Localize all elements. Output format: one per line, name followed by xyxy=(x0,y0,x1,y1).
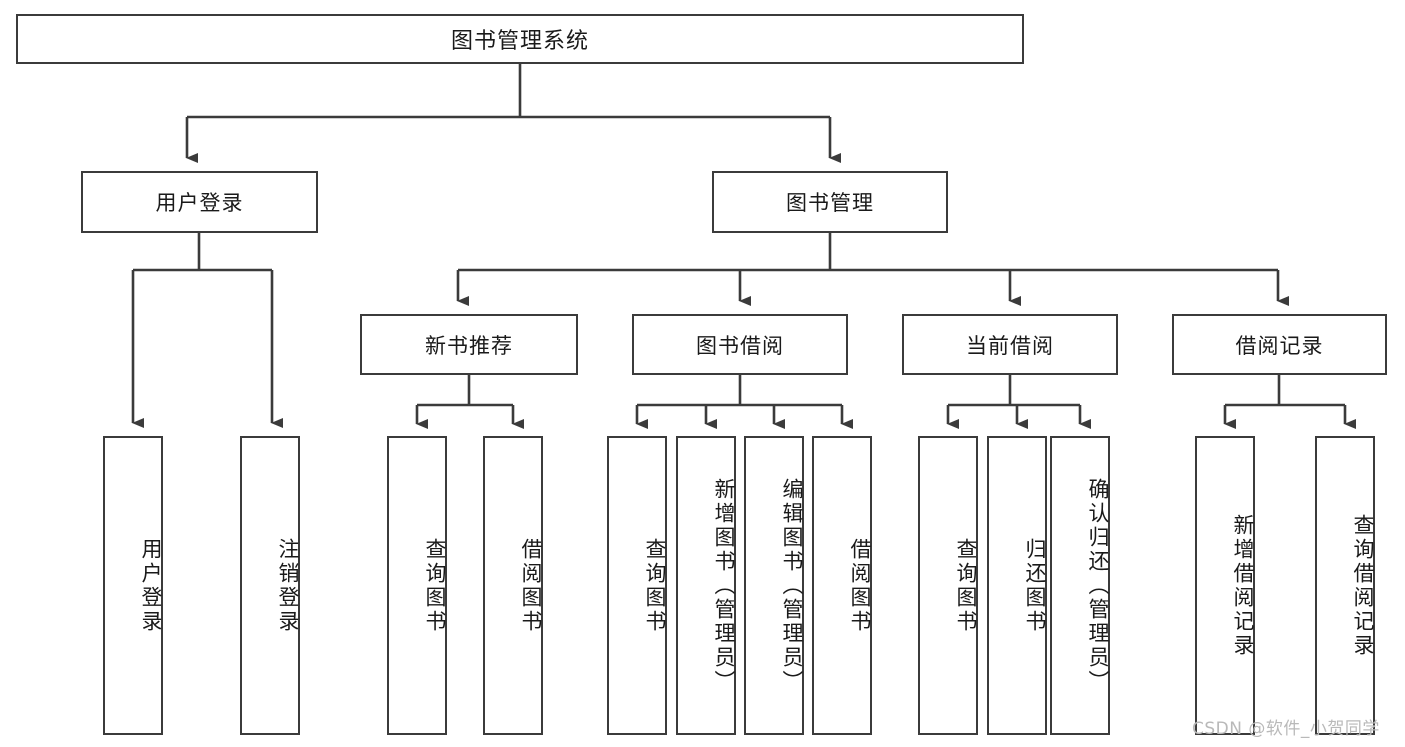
leaf-query-book-2-label: 查询图书 xyxy=(643,537,667,634)
leaf-query-book-1[interactable]: 查询图书 xyxy=(387,436,447,735)
node-current-borrow-label: 当前借阅 xyxy=(966,333,1054,358)
node-borrow-record-label: 借阅记录 xyxy=(1235,333,1324,358)
watermark: CSDN @软件_小贺同学 xyxy=(1192,719,1380,739)
leaf-add-record-label: 新增借阅记录 xyxy=(1231,513,1255,658)
node-user-login-label: 用户登录 xyxy=(155,191,244,215)
node-user-login[interactable]: 用户登录 xyxy=(81,171,318,233)
leaf-logout[interactable]: 注销登录 xyxy=(240,436,300,735)
node-new-book-recommend-label: 新书推荐 xyxy=(425,333,513,358)
node-book-manage-label: 图书管理 xyxy=(786,191,874,215)
leaf-borrow-book-2-label: 借阅图书 xyxy=(848,537,872,634)
leaf-confirm-return[interactable]: 确认归还（管理员） xyxy=(1050,436,1110,735)
leaf-logout-label: 注销登录 xyxy=(276,537,300,634)
leaf-borrow-book-1[interactable]: 借阅图书 xyxy=(483,436,543,735)
leaf-return-book-label: 归还图书 xyxy=(1023,537,1047,634)
leaf-borrow-book-1-label: 借阅图书 xyxy=(519,537,543,634)
leaf-query-book-2[interactable]: 查询图书 xyxy=(607,436,667,735)
node-root[interactable]: 图书管理系统 xyxy=(16,14,1024,64)
leaf-add-book-label: 新增图书（管理员） xyxy=(712,477,736,694)
node-borrow-record[interactable]: 借阅记录 xyxy=(1172,314,1387,375)
node-book-manage[interactable]: 图书管理 xyxy=(712,171,948,233)
leaf-query-book-3[interactable]: 查询图书 xyxy=(918,436,978,735)
leaf-edit-book[interactable]: 编辑图书（管理员） xyxy=(744,436,804,735)
node-book-borrow-label: 图书借阅 xyxy=(696,333,784,358)
leaf-query-record[interactable]: 查询借阅记录 xyxy=(1315,436,1375,735)
leaf-add-record[interactable]: 新增借阅记录 xyxy=(1195,436,1255,735)
leaf-return-book[interactable]: 归还图书 xyxy=(987,436,1047,735)
leaf-borrow-book-2[interactable]: 借阅图书 xyxy=(812,436,872,735)
leaf-user-login[interactable]: 用户登录 xyxy=(103,436,163,735)
leaf-user-login-label: 用户登录 xyxy=(139,537,163,634)
leaf-add-book[interactable]: 新增图书（管理员） xyxy=(676,436,736,735)
leaf-confirm-return-label: 确认归还（管理员） xyxy=(1086,477,1110,694)
leaf-query-book-3-label: 查询图书 xyxy=(954,537,978,634)
leaf-edit-book-label: 编辑图书（管理员） xyxy=(780,477,804,694)
leaf-query-record-label: 查询借阅记录 xyxy=(1351,513,1375,658)
node-new-book-recommend[interactable]: 新书推荐 xyxy=(360,314,578,375)
node-book-borrow[interactable]: 图书借阅 xyxy=(632,314,848,375)
leaf-query-book-1-label: 查询图书 xyxy=(423,537,447,634)
node-current-borrow[interactable]: 当前借阅 xyxy=(902,314,1118,375)
node-root-label: 图书管理系统 xyxy=(450,29,589,54)
